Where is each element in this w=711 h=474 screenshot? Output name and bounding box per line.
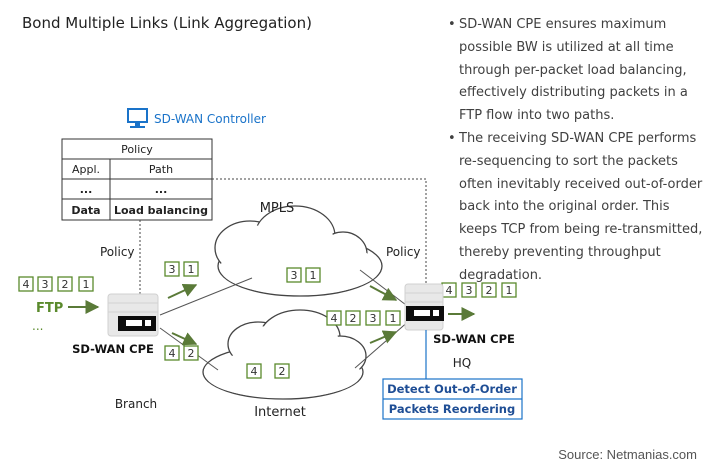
source-credit: Source: Netmanias.com — [558, 447, 697, 462]
packets-internet-out: 4 2 — [164, 345, 199, 361]
cell-appl-2: Data — [71, 204, 100, 217]
svg-text:3: 3 — [42, 278, 49, 291]
svg-text:2: 2 — [62, 278, 69, 291]
branch-mpls-link — [159, 277, 253, 316]
branch-site-label: Branch — [115, 397, 157, 411]
svg-text:3: 3 — [291, 269, 298, 282]
branch-cpe-label: SD-WAN CPE — [72, 342, 154, 356]
svg-text:1: 1 — [310, 269, 317, 282]
packet: 3 — [164, 261, 180, 277]
packets-mpls-out: 3 1 — [164, 261, 199, 277]
controller-label: SD-WAN Controller — [154, 112, 266, 126]
svg-text:4: 4 — [446, 284, 453, 297]
branch-internet-arrow — [171, 332, 198, 346]
packet: 2 — [481, 282, 497, 298]
branch-cpe-icon — [107, 293, 159, 337]
packet: 2 — [183, 345, 199, 361]
hq-policy-label: Policy — [386, 245, 421, 259]
internet-hq-arrow — [369, 330, 398, 344]
svg-text:4: 4 — [23, 278, 30, 291]
packet: 2 — [345, 310, 361, 326]
mpls-hq-link — [359, 269, 411, 309]
packet: 2 — [274, 363, 290, 379]
packet: 4 — [164, 345, 180, 361]
cell-path-1: ... — [155, 183, 168, 196]
monitor-icon — [127, 108, 148, 128]
hq-cpe-label: SD-WAN CPE — [433, 332, 515, 346]
internet-label: Internet — [254, 405, 306, 420]
packet: 4 — [18, 276, 34, 292]
branch-policy-label: Policy — [100, 245, 135, 259]
svg-text:4: 4 — [251, 365, 258, 378]
mpls-hq-arrow — [369, 285, 398, 301]
packet: 3 — [461, 282, 477, 298]
table-header: Policy — [121, 143, 153, 156]
packet: 1 — [183, 261, 199, 277]
svg-text:3: 3 — [169, 263, 176, 276]
packet-queue-hq-out: 4 3 2 1 — [441, 282, 517, 298]
packet: 1 — [501, 282, 517, 298]
packet-queue-hq-in: 4 2 3 1 — [326, 310, 401, 326]
packet: 3 — [286, 267, 302, 283]
svg-text:4: 4 — [331, 312, 338, 325]
col-path: Path — [149, 163, 173, 176]
ftp-more: ... — [32, 319, 43, 333]
packet: 1 — [78, 276, 94, 292]
mpls-cloud — [214, 205, 383, 297]
svg-text:2: 2 — [350, 312, 357, 325]
col-appl: Appl. — [72, 163, 100, 176]
svg-text:3: 3 — [466, 284, 473, 297]
detect-out-of-order: Detect Out-of-Order — [387, 382, 517, 396]
svg-text:2: 2 — [188, 347, 195, 360]
packet: 2 — [57, 276, 73, 292]
branch-mpls-arrow — [167, 283, 198, 299]
ftp-label: FTP — [36, 301, 63, 316]
packets-mpls-in-cloud: 3 1 — [286, 267, 321, 283]
cell-appl-1: ... — [80, 183, 93, 196]
mpls-label: MPLS — [260, 201, 295, 216]
hq-function-box: Detect Out-of-Order Packets Reordering — [382, 378, 523, 420]
cell-path-2: Load balancing — [114, 204, 208, 217]
svg-text:2: 2 — [279, 365, 286, 378]
svg-text:3: 3 — [370, 312, 377, 325]
policy-line-hq — [212, 178, 429, 303]
packets-internet-in-cloud: 4 2 — [246, 363, 290, 379]
svg-text:1: 1 — [188, 263, 195, 276]
svg-text:2: 2 — [486, 284, 493, 297]
bullet-load-balancing: SD-WAN CPE ensures maximum possible BW i… — [448, 14, 710, 128]
hq-site-label: HQ — [453, 356, 471, 370]
svg-text:4: 4 — [169, 347, 176, 360]
packet: 4 — [326, 310, 342, 326]
policy-table: Policy Appl. Path ... ... Data Load bala… — [61, 138, 213, 221]
bullet-resequencing: The receiving SD-WAN CPE performs re-seq… — [448, 128, 710, 288]
diagram-title: Bond Multiple Links (Link Aggregation) — [22, 14, 312, 32]
svg-text:1: 1 — [390, 312, 397, 325]
packets-reordering: Packets Reordering — [389, 402, 515, 416]
hq-cpe-icon — [404, 283, 444, 331]
svg-text:1: 1 — [83, 278, 90, 291]
packet: 4 — [441, 282, 457, 298]
svg-text:1: 1 — [506, 284, 513, 297]
packet-queue-branch: 4 3 2 1 — [18, 276, 94, 292]
explanation-list: SD-WAN CPE ensures maximum possible BW i… — [448, 14, 710, 288]
packet: 1 — [385, 310, 401, 326]
packet: 3 — [365, 310, 381, 326]
packet: 3 — [37, 276, 53, 292]
internet-hq-link — [354, 319, 411, 369]
packet: 4 — [246, 363, 262, 379]
packet: 1 — [305, 267, 321, 283]
